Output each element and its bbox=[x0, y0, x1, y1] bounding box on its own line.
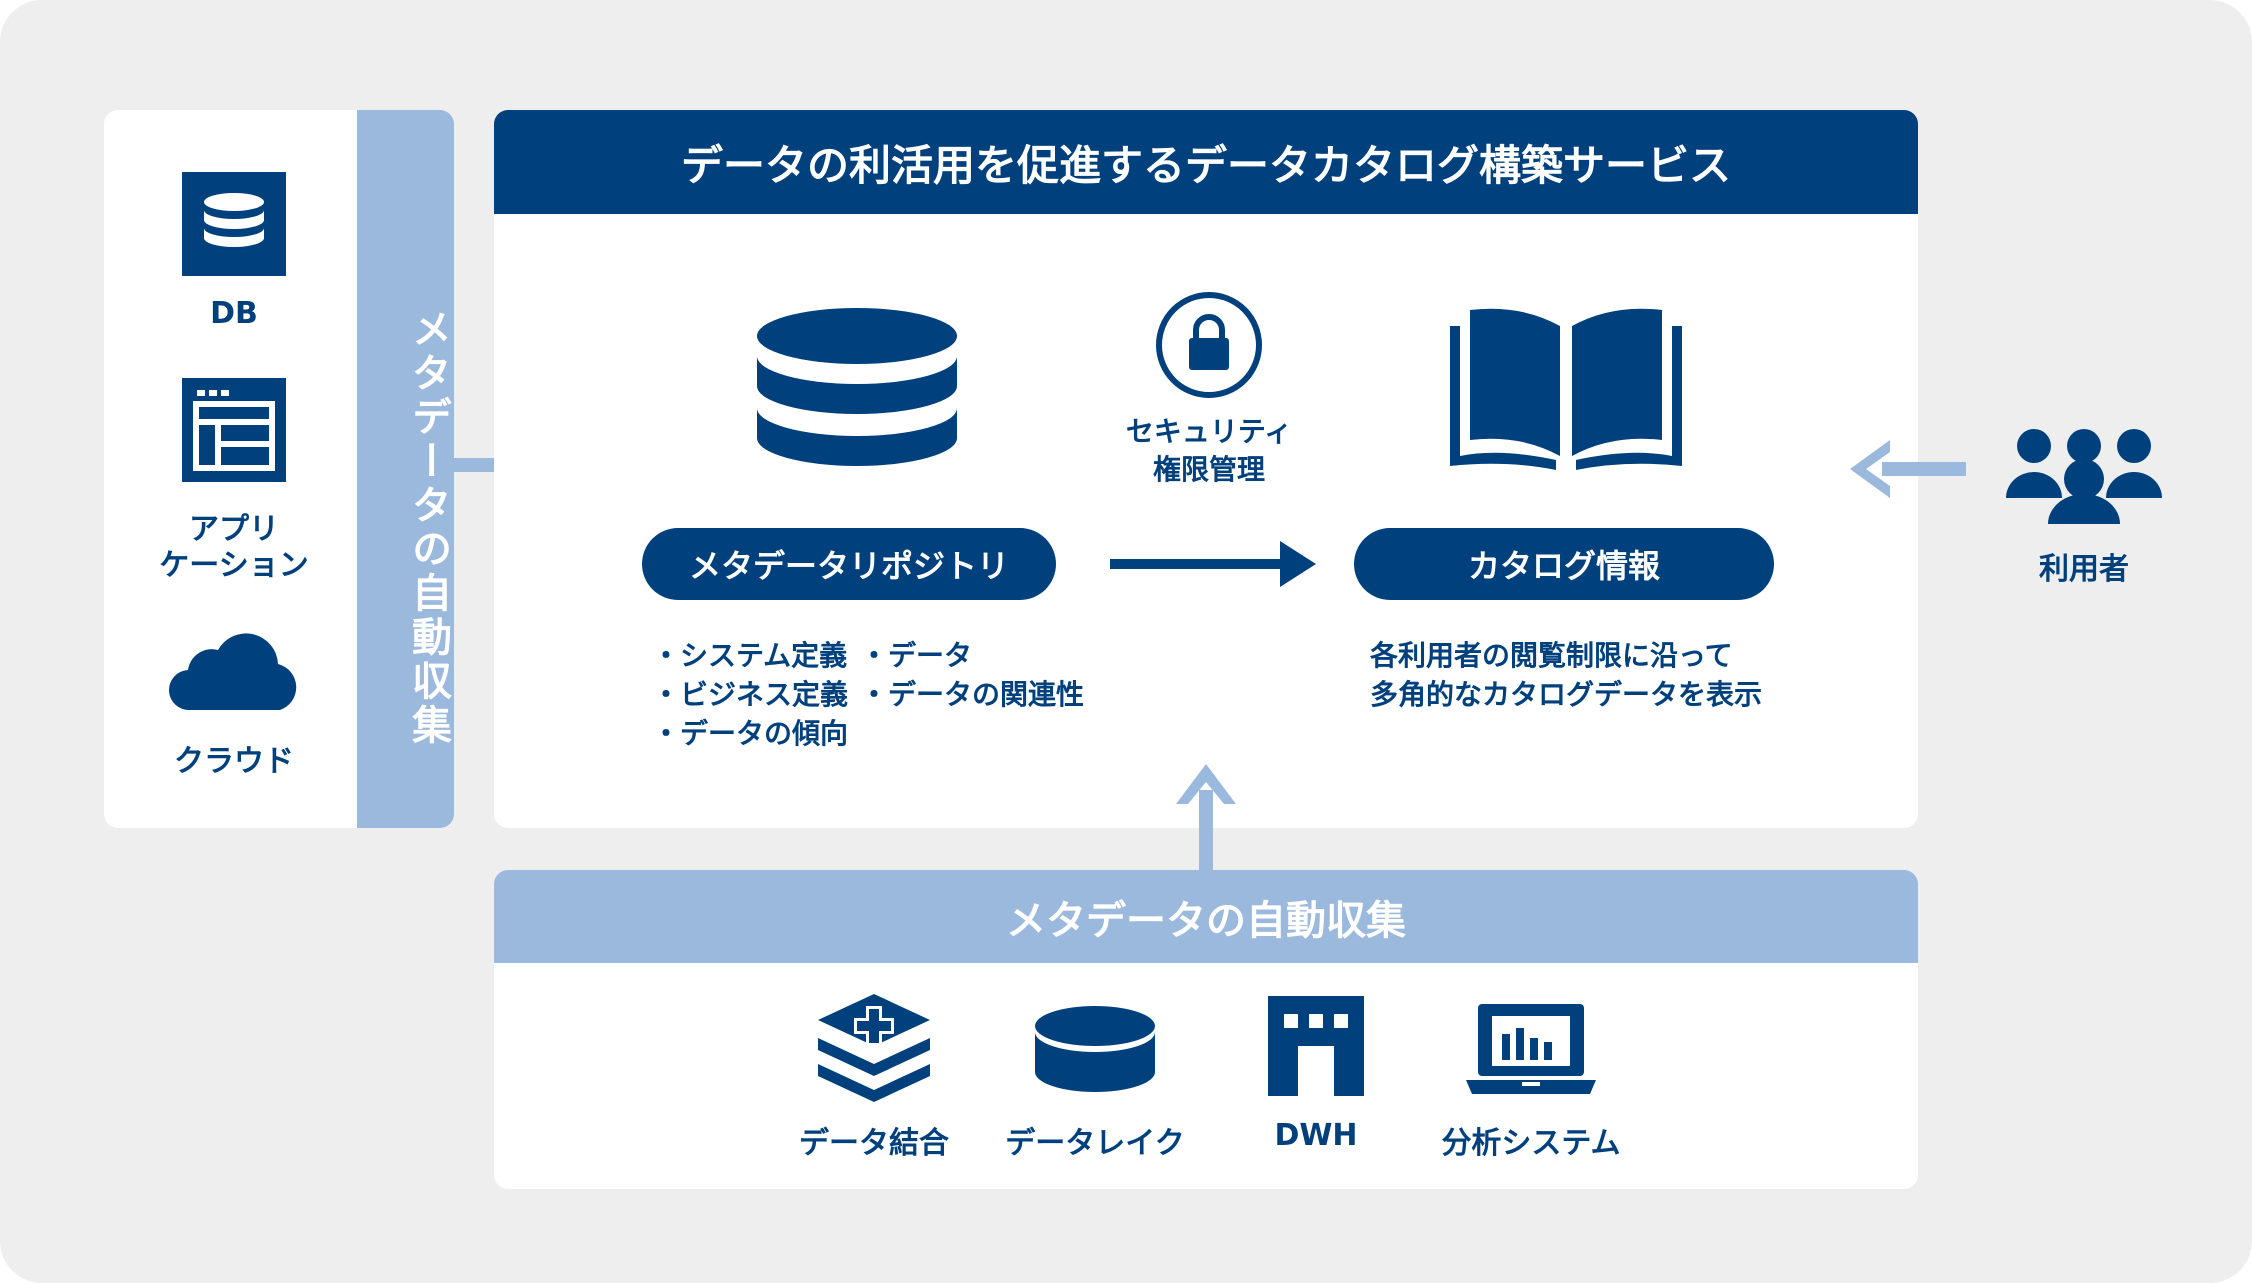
arrow-up-into-main bbox=[1176, 764, 1236, 874]
users-icon bbox=[2006, 429, 2162, 524]
dwh-label: DWH bbox=[1274, 1118, 1358, 1153]
users-label: 利用者 bbox=[2039, 552, 2129, 587]
repository-items-col1: ・システム定義 ・ビジネス定義 ・データの傾向 bbox=[652, 636, 848, 753]
auto-collection-vertical-label: メタデータの自動収集 bbox=[405, 308, 451, 748]
data-lake-label: データレイク bbox=[1005, 1126, 1185, 1161]
auto-collection-bottom-bar: メタデータの自動収集 bbox=[494, 870, 1918, 963]
catalog-description-line1: 各利用者の閲覧制限に沿って bbox=[1370, 639, 1733, 672]
metadata-repository-pill: メタデータリポジトリ bbox=[642, 528, 1056, 600]
analysis-system-label: 分析システム bbox=[1441, 1126, 1621, 1161]
security-label-line2: 権限管理 bbox=[1152, 453, 1265, 486]
catalog-description-line2: 多角的なカタログデータを表示 bbox=[1370, 678, 1763, 711]
database-icon bbox=[182, 172, 286, 276]
bottom-panel: メタデータの自動収集 データ結合 データレイク DWH 分析システム bbox=[494, 870, 1918, 1189]
cloud-label: クラウド bbox=[174, 744, 294, 779]
lock-icon bbox=[1156, 292, 1262, 398]
application-window-icon bbox=[182, 378, 286, 482]
main-title: データの利活用を促進するデータカタログ構築サービス bbox=[494, 110, 1918, 214]
auto-collection-vertical-bar: メタデータの自動収集 bbox=[357, 110, 454, 828]
data-merge-label: データ結合 bbox=[799, 1126, 949, 1161]
arrow-repository-to-catalog bbox=[1110, 541, 1316, 587]
repository-item: ・ビジネス定義 bbox=[652, 678, 849, 711]
analysis-laptop-icon bbox=[1466, 1004, 1596, 1094]
repository-items-col2: ・データ ・データの関連性 bbox=[860, 636, 1084, 714]
repository-item: ・データ bbox=[860, 639, 973, 672]
main-panel: データの利活用を促進するデータカタログ構築サービス セキュリティ 権限管理 メタ… bbox=[494, 110, 1918, 828]
arrow-left-into-main bbox=[1850, 440, 1966, 498]
data-merge-icon bbox=[818, 994, 930, 1102]
application-label-line1: アプリ bbox=[189, 512, 279, 547]
repository-item: ・データの関連性 bbox=[860, 678, 1085, 711]
dwh-building-icon bbox=[1268, 996, 1364, 1096]
repository-item: ・システム定義 bbox=[652, 639, 848, 672]
cloud-icon bbox=[168, 633, 297, 711]
data-lake-icon bbox=[1035, 1006, 1155, 1092]
repository-item: ・データの傾向 bbox=[652, 717, 849, 750]
application-label-line2: ケーション bbox=[159, 548, 309, 583]
security-label-line1: セキュリティ bbox=[1125, 415, 1293, 448]
catalog-description: 各利用者の閲覧制限に沿って 多角的なカタログデータを表示 bbox=[1370, 636, 1762, 714]
catalog-info-pill: カタログ情報 bbox=[1354, 528, 1774, 600]
open-book-icon bbox=[1450, 308, 1682, 470]
db-label: DB bbox=[210, 296, 258, 331]
repository-database-icon bbox=[757, 308, 957, 466]
